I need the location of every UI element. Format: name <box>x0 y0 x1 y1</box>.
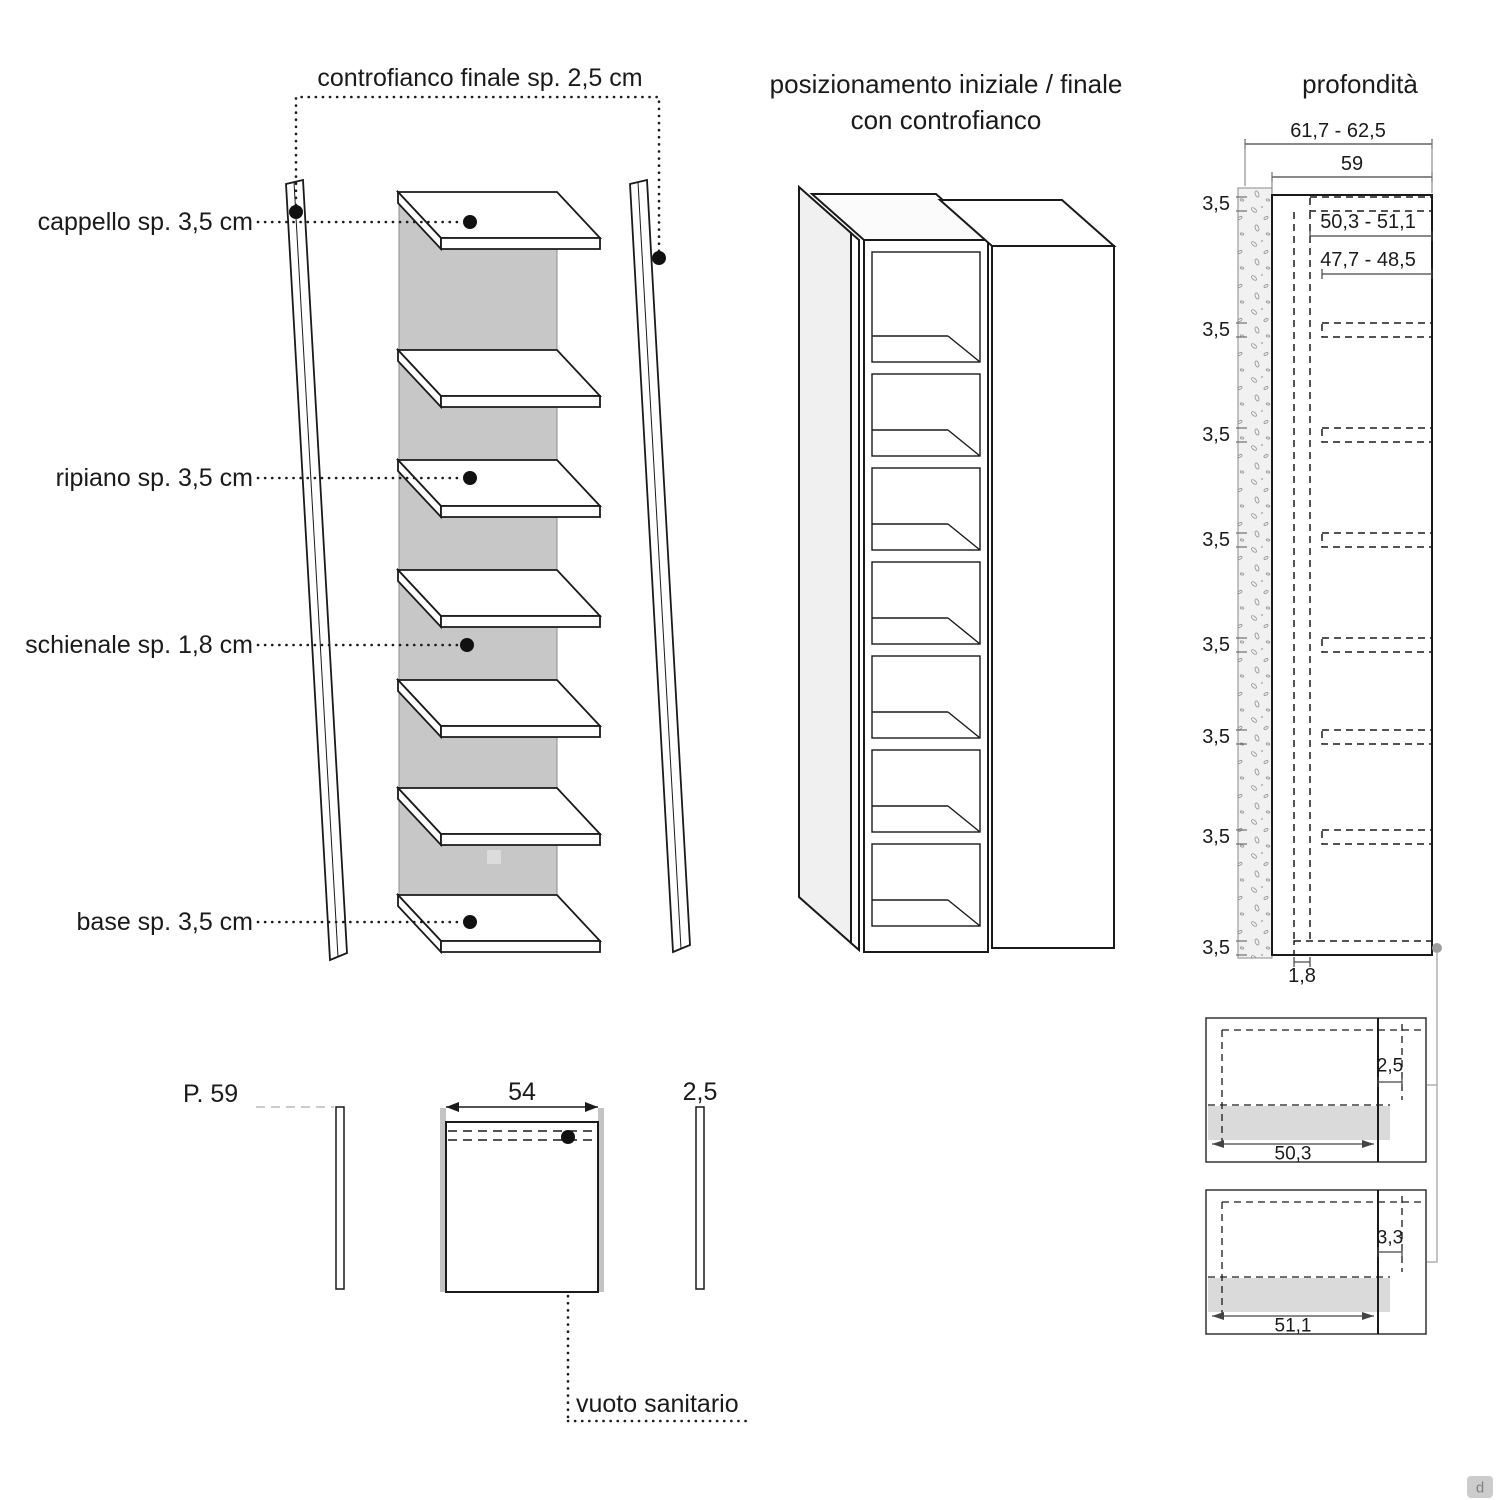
iso-view-group <box>798 184 1117 953</box>
thickness-ticks <box>1236 196 1247 956</box>
iso-cabinet <box>809 193 991 953</box>
detail-bottom-width: 51,1 <box>1275 1316 1312 1337</box>
dim-inner-range: 47,7 - 48,5 <box>1320 249 1416 271</box>
detail-base-slab <box>1208 1106 1390 1140</box>
plan-panel-dim: 2,5 <box>683 1078 718 1106</box>
back-panel <box>398 199 558 896</box>
plan-right-panel <box>695 1106 705 1290</box>
wall-section <box>1237 187 1273 959</box>
dim-59: 59 <box>1341 153 1363 175</box>
iso-compartment <box>871 251 981 363</box>
shelf <box>395 677 603 740</box>
leader-dots <box>289 205 666 929</box>
label-controfianco: controfianco finale sp. 2,5 cm <box>317 64 642 92</box>
plan-depth-label: P. 59 <box>183 1080 238 1108</box>
leader-dot <box>652 251 666 265</box>
iso-title-line2: con controfianco <box>851 105 1042 135</box>
detail-top-width: 50,3 <box>1275 1144 1312 1165</box>
label-cappello: cappello sp. 3,5 cm <box>38 208 253 236</box>
leader-dot <box>463 915 477 929</box>
detail-bottom-gap: 3,3 <box>1377 1228 1403 1249</box>
thickness-label-0: 3,5 <box>1202 193 1230 215</box>
thickness-label-5: 3,5 <box>1202 726 1230 748</box>
shelf <box>395 567 603 630</box>
connector-dot <box>1432 943 1442 953</box>
thickness-label-4: 3,5 <box>1202 634 1230 656</box>
detail-box-top <box>1205 1017 1427 1163</box>
shelf <box>395 457 603 520</box>
leader-dot <box>463 471 477 485</box>
leader-dot <box>289 205 303 219</box>
iso-compartment <box>871 467 981 551</box>
dim-back: 1,8 <box>1288 965 1316 987</box>
iso-compartment <box>871 655 981 739</box>
iso-compartment <box>871 373 981 457</box>
plan-view-group <box>256 1102 705 1293</box>
watermark-letter: d <box>1476 1480 1484 1497</box>
dimension-lines <box>1244 139 1433 967</box>
iso-compartment <box>871 843 981 927</box>
label-schienale: schienale sp. 1,8 cm <box>25 631 253 659</box>
thickness-label-6: 3,5 <box>1202 826 1230 848</box>
iso-start-panel <box>798 184 860 953</box>
leader-dot <box>561 1130 575 1144</box>
plan-left-panel <box>335 1106 345 1290</box>
label-ripiano: ripiano sp. 3,5 cm <box>56 464 253 492</box>
detail-base-slab <box>1208 1278 1390 1312</box>
leader-dot <box>460 638 474 652</box>
dim-overall: 61,7 - 62,5 <box>1290 120 1386 142</box>
detail-top-gap: 2,5 <box>1377 1056 1403 1077</box>
thickness-label-1: 3,5 <box>1202 319 1230 341</box>
label-base: base sp. 3,5 cm <box>77 908 253 936</box>
watermark-badge: d <box>1467 1476 1493 1498</box>
detail-box-bottom <box>1205 1189 1427 1335</box>
top-shelf <box>395 189 603 252</box>
plan-cabinet <box>445 1121 599 1293</box>
thickness-label-7: 3,5 <box>1202 937 1230 959</box>
iso-controfianco-panel <box>937 199 1117 949</box>
depth-section-group <box>1205 139 1442 1335</box>
iso-compartment <box>871 561 981 645</box>
dim-shelf-range: 50,3 - 51,1 <box>1320 211 1416 233</box>
leader-dot <box>463 215 477 229</box>
depth-title: profondità <box>1302 69 1418 99</box>
iso-compartment <box>871 749 981 833</box>
plan-side-gray <box>440 1108 604 1292</box>
exploded-view-group <box>256 95 749 1423</box>
shelf <box>395 347 603 410</box>
callout-lines <box>256 95 749 1423</box>
base-shelf <box>395 892 603 955</box>
side-panel-section <box>1271 194 1433 956</box>
plan-width-dim: 54 <box>508 1078 536 1106</box>
back-panel-fitting <box>487 850 501 864</box>
thickness-label-3: 3,5 <box>1202 529 1230 551</box>
connector-lines <box>1427 953 1438 1263</box>
shelf <box>395 785 603 848</box>
vuoto-label: vuoto sanitario <box>576 1390 739 1418</box>
thickness-label-2: 3,5 <box>1202 424 1230 446</box>
iso-title-line1: posizionamento iniziale / finale <box>770 69 1123 99</box>
left-end-panel <box>285 178 348 962</box>
right-end-panel <box>629 178 691 954</box>
